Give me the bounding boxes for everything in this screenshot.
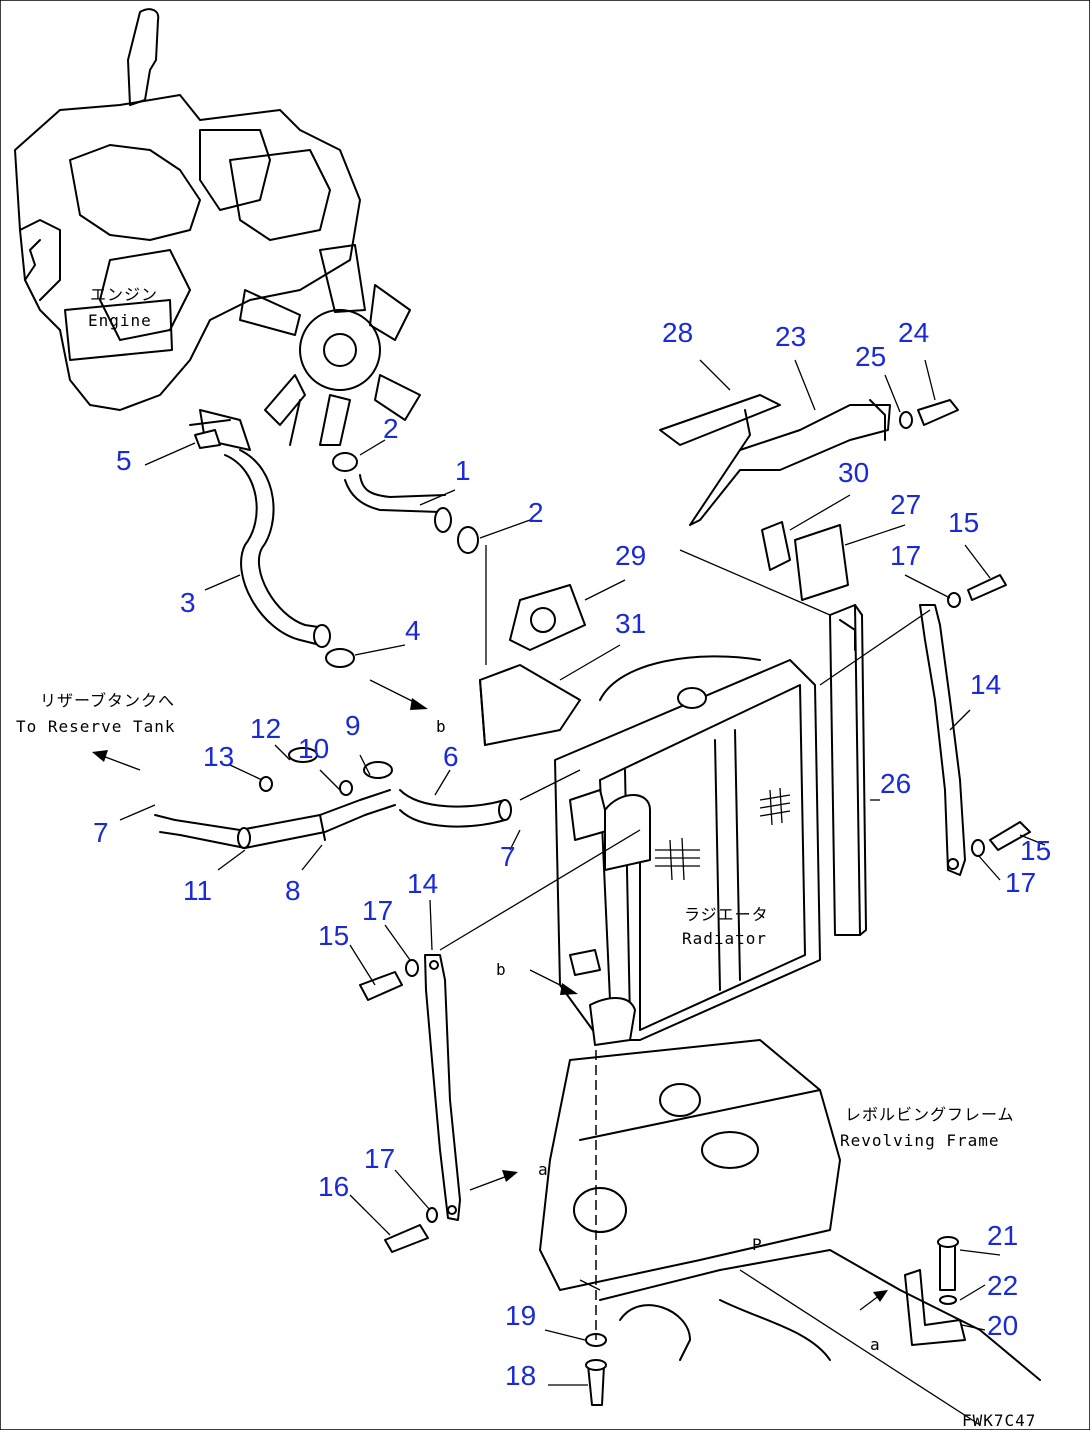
callout-16: 16 (318, 1171, 349, 1202)
callout-13: 13 (203, 741, 234, 772)
reserve-label-en: To Reserve Tank (16, 717, 176, 736)
callout-17: 17 (362, 895, 393, 926)
stay-14-right (919, 604, 966, 876)
hose-3 (224, 449, 331, 648)
drawing-code: FWK7C47 (962, 1411, 1036, 1430)
pipe-11-8 (154, 789, 396, 849)
ref-a-left: a (538, 1160, 549, 1179)
callout-14: 14 (970, 669, 1001, 700)
bolt-15-17-top (947, 574, 1007, 608)
revolving-frame-drawing: P (539, 1039, 1041, 1381)
leader-lines (119, 359, 1046, 1386)
callout-6: 6 (443, 741, 459, 772)
bracket-20 (904, 1236, 966, 1346)
callout-7: 7 (93, 817, 109, 848)
support-29 (509, 584, 586, 651)
radiator-label-jp: ラジエータ (684, 905, 769, 924)
support-31 (479, 664, 581, 746)
bracket-28-23 (659, 394, 891, 526)
connection-lines (439, 545, 981, 1426)
bolts-15-17-16 (359, 821, 1031, 1253)
clamp-parts (194, 429, 479, 796)
callout-22: 22 (987, 1270, 1018, 1301)
stay-14-left (424, 954, 461, 1221)
pad-30-27 (761, 521, 849, 601)
callout-2: 2 (383, 413, 399, 444)
callout-28: 28 (662, 317, 693, 348)
callout-8: 8 (285, 875, 301, 906)
callout-24: 24 (898, 317, 929, 348)
callout-17: 17 (1005, 867, 1036, 898)
hose-6 (399, 789, 512, 828)
callout-29: 29 (615, 540, 646, 571)
callout-7: 7 (500, 841, 516, 872)
engine-label-en: Engine (88, 311, 152, 330)
callout-26: 26 (880, 768, 911, 799)
callout-19: 19 (505, 1300, 536, 1331)
callout-9: 9 (345, 710, 361, 741)
bolt-24-25 (899, 399, 959, 429)
callout-1: 1 (455, 455, 471, 486)
callout-20: 20 (987, 1310, 1018, 1341)
frame-label-jp: レボルビングフレーム (845, 1105, 1015, 1124)
hose-1 (344, 474, 452, 533)
callout-18: 18 (505, 1360, 536, 1391)
pillar-26 (829, 604, 867, 936)
arrows (92, 679, 888, 1311)
part-callouts: 1 2 2 3 4 5 6 7 7 8 9 10 11 12 13 14 14 … (93, 317, 1051, 1391)
radiator-label-en: Radiator (682, 929, 767, 948)
radiator-drawing (554, 655, 821, 1046)
callout-10: 10 (298, 733, 329, 764)
callout-15: 15 (318, 920, 349, 951)
callout-25: 25 (855, 341, 886, 372)
callout-30: 30 (838, 457, 869, 488)
ref-a-right: a (870, 1335, 881, 1354)
callout-12: 12 (250, 713, 281, 744)
callout-14: 14 (407, 868, 438, 899)
ref-b-top: b (436, 717, 447, 736)
frame-mark-p: P (752, 1235, 763, 1254)
callout-2: 2 (528, 497, 544, 528)
ref-b-bottom: b (496, 960, 507, 979)
frame-label-en: Revolving Frame (840, 1131, 1000, 1150)
callout-23: 23 (775, 321, 806, 352)
callout-17: 17 (364, 1143, 395, 1174)
callout-15: 15 (948, 507, 979, 538)
callout-15: 15 (1020, 835, 1051, 866)
engine-drawing (14, 8, 421, 451)
callout-3: 3 (180, 587, 196, 618)
reserve-label-jp: リザーブタンクへ (40, 691, 175, 710)
engine-label-jp: エンジン (90, 285, 158, 304)
callout-31: 31 (615, 608, 646, 639)
callout-5: 5 (116, 445, 132, 476)
callout-4: 4 (405, 615, 421, 646)
callout-21: 21 (987, 1220, 1018, 1251)
callout-11: 11 (183, 875, 212, 906)
callout-27: 27 (890, 489, 921, 520)
callout-17: 17 (890, 540, 921, 571)
